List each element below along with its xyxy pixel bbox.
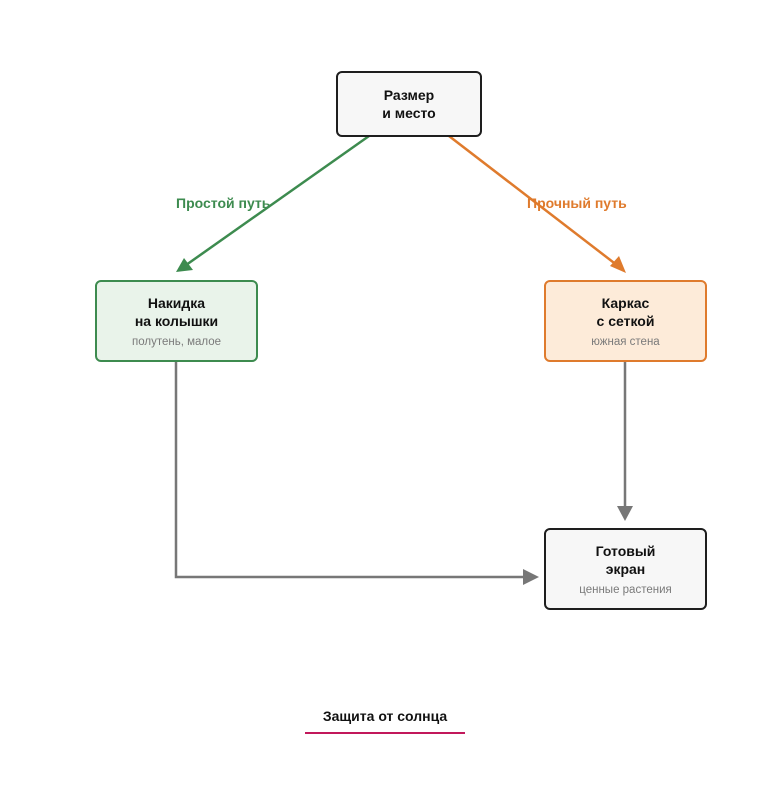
node-done-subtitle: ценные растения [579, 584, 672, 596]
node-start-title-2: и место [382, 105, 436, 121]
node-done: Готовый экран ценные растения [544, 528, 707, 610]
node-easy-title-1: Накидка [147, 295, 206, 311]
node-durable-subtitle: южная стена [591, 336, 660, 348]
node-start: Размер и место [336, 71, 482, 137]
arrowhead-gray-right [523, 569, 539, 585]
node-durable-title-1: Каркас [601, 295, 650, 311]
edge-start-to-easy [177, 134, 370, 272]
node-easy-title-2: на колышки [134, 313, 219, 329]
node-durable-title-2: с сеткой [596, 313, 655, 329]
edge-easy-to-done [174, 361, 524, 579]
edge-label-easy: Простой путь [176, 195, 271, 211]
title-underline [305, 732, 465, 734]
diagram-title: Защита от солнца [322, 708, 448, 724]
arrowhead-orange [610, 256, 626, 273]
arrowhead-green [176, 258, 193, 272]
arrowhead-gray-down [617, 506, 633, 521]
node-easy: Накидка на колышки полутень, малое [95, 280, 258, 362]
node-easy-subtitle: полутень, малое [131, 336, 222, 348]
edge-label-durable: Прочный путь [527, 195, 627, 211]
node-done-title-1: Готовый [595, 543, 656, 559]
node-durable: Каркас с сеткой южная стена [544, 280, 707, 362]
edge-start-to-durable [448, 135, 623, 270]
node-done-title-2: экран [605, 561, 646, 577]
node-start-title-1: Размер [383, 87, 435, 103]
